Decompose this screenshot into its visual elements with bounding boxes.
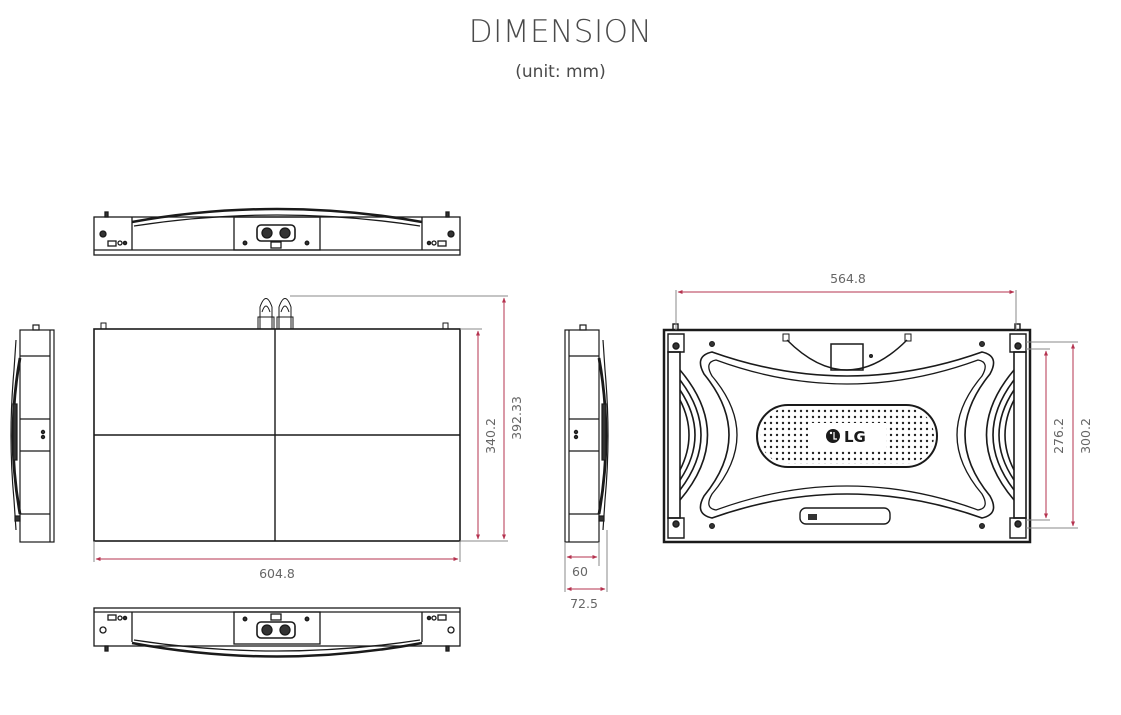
bottom-view-body — [93, 607, 461, 647]
page-title: DIMENSION — [468, 14, 653, 50]
corner-brackets — [667, 323, 1027, 539]
rear-top-box — [830, 343, 864, 371]
left-vent — [667, 351, 709, 519]
left-side-view — [10, 324, 55, 543]
rear-port-icon — [808, 514, 817, 520]
rear-rib-inner — [708, 359, 986, 511]
carry-handles — [257, 298, 294, 330]
top-view-curve — [131, 207, 423, 224]
dim-label-screen-height: 340.2 — [483, 418, 498, 454]
lg-logo-text: LG — [844, 428, 866, 446]
bottom-view-curve — [131, 641, 423, 658]
front-view-dimensions: 604.8 340.2 392.33 — [93, 295, 524, 581]
lg-logo: LG — [826, 428, 866, 446]
lg-logo-icon — [826, 429, 840, 443]
dim-label-total-height: 392.33 — [509, 396, 524, 440]
rear-rib-outer — [699, 351, 995, 519]
rear-bottom-label — [799, 507, 891, 525]
dim-label-depth: 60 — [572, 564, 588, 579]
dim-label-outer-height: 300.2 — [1078, 418, 1093, 454]
left-side-body — [19, 329, 55, 543]
right-side-body — [564, 329, 600, 543]
unit-subtitle: (unit: mm) — [515, 62, 606, 82]
rear-view: LG — [662, 323, 1032, 544]
rear-view-dimensions: 564.8 276.2 300.2 — [675, 271, 1093, 529]
top-view-body — [93, 216, 461, 256]
right-side-view — [564, 324, 609, 543]
top-view — [93, 207, 461, 256]
dim-label-mount-width: 564.8 — [830, 271, 866, 286]
bottom-view-connector-panel — [233, 611, 321, 645]
right-vent — [985, 351, 1027, 519]
right-side-dimensions: 60 72.5 — [564, 530, 608, 611]
front-view — [93, 298, 461, 542]
dim-label-inner-height: 276.2 — [1051, 418, 1066, 454]
rear-speaker-grille — [756, 404, 938, 468]
top-view-connector-panel — [233, 216, 321, 251]
bottom-view — [93, 607, 461, 658]
dim-label-width: 604.8 — [259, 566, 295, 581]
rear-view-frame — [662, 328, 1032, 544]
dim-label-total-depth: 72.5 — [570, 596, 598, 611]
